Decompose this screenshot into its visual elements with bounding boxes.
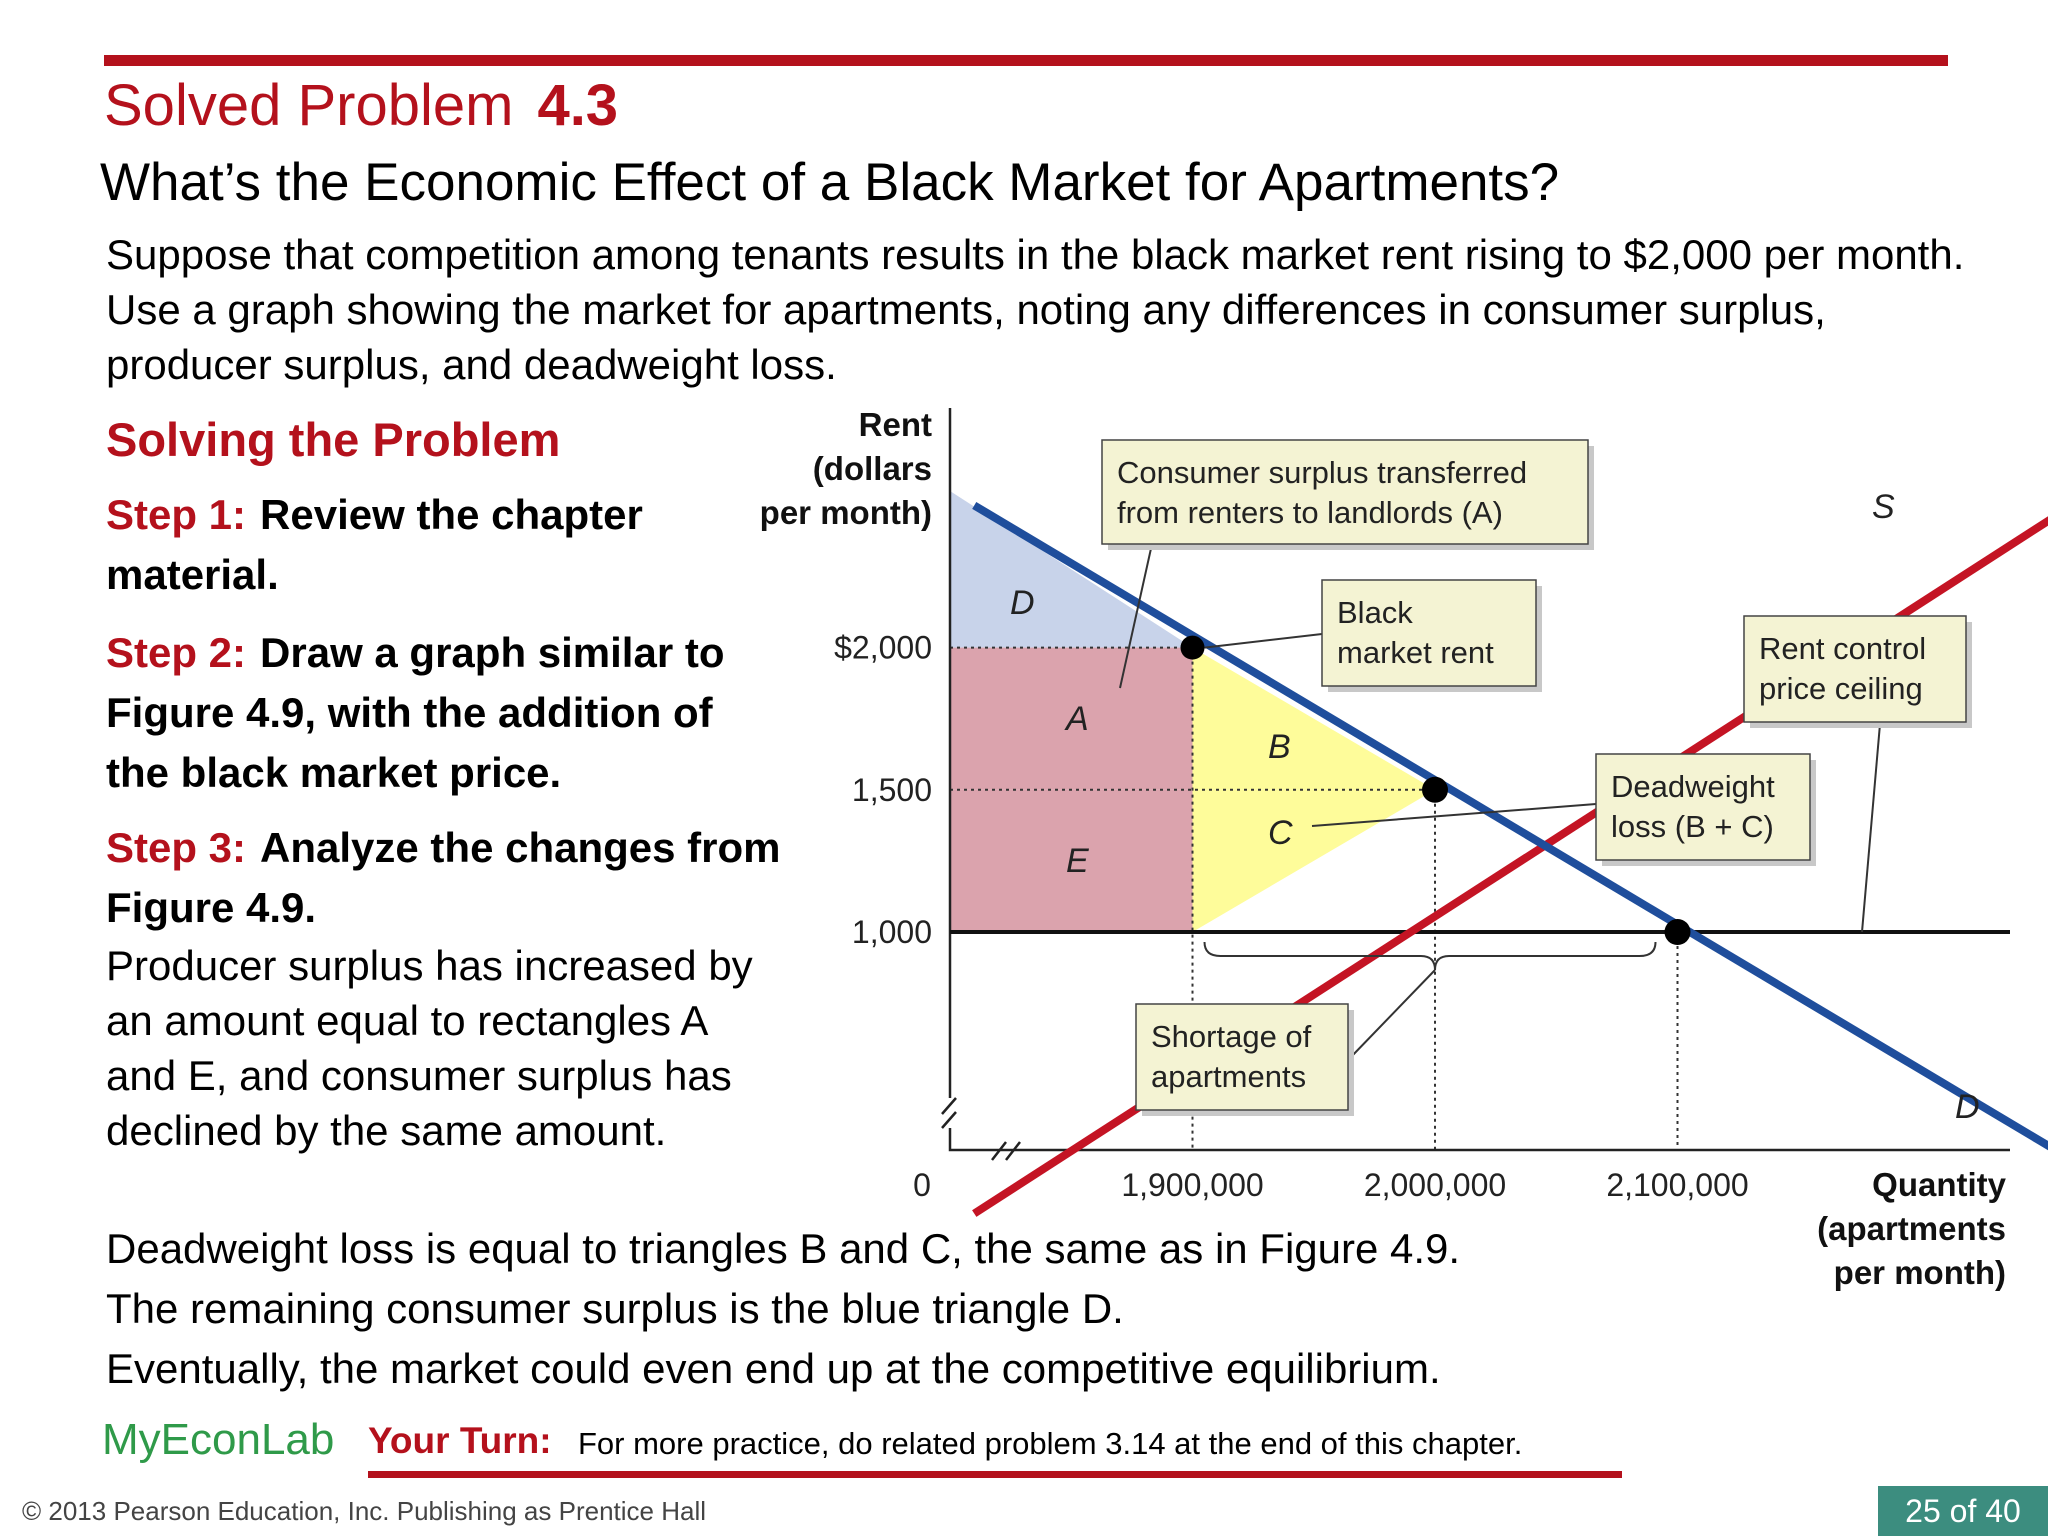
copyright: © 2013 Pearson Education, Inc. Publishin… [22,1496,706,1526]
y-tick-label-2000: $2,000 [834,630,932,666]
demand-curve-label: D [1955,1088,1980,1126]
origin-label: 0 [913,1167,931,1203]
point-equilibrium [1422,776,1448,803]
annotation-shortage-of-apartments-line-1: Shortage of [1151,1019,1312,1054]
annotation-black-market-rent-line-1: Black [1337,595,1413,630]
annotation-black-market-rent-line-2: market rent [1337,635,1494,670]
annotation-deadweight-loss-line-2: loss (B + C) [1611,809,1774,844]
title-number: 4.3 [537,73,619,138]
step-1-text: Review the chapter material. [106,491,643,598]
x-tick-label-2100000: 2,100,000 [1606,1167,1748,1203]
x-axis-title-line-2: (apartments [1817,1210,2006,1247]
step-3-body: Producer surplus has increased by an amo… [106,942,753,1154]
y-tick-label-1000: 1,000 [852,914,932,950]
annotation-consumer-surplus-transferred-line-1: Consumer surplus transferred [1117,455,1527,490]
step-3-number: Step 3: [106,824,247,871]
annotation-rent-control-price-ceiling-line-1: Rent control [1759,631,1926,666]
y-tick-label-1500: 1,500 [852,772,932,808]
demand-curve [972,501,2048,1151]
problem-statement: Suppose that competition among tenants r… [106,231,1965,388]
page-indicator: 25 of 40 [1878,1486,2048,1536]
leader-consumer-surplus [1119,543,1153,689]
annotation-shortage-of-apartments-box [1135,1003,1349,1111]
conclusion-line-3: Eventually, the market could even end up… [106,1345,1441,1392]
area-c [1192,789,1435,932]
your-turn-label: Your Turn: [368,1420,552,1461]
annotation-black-market-rent-box [1321,579,1537,687]
area-e [950,789,1193,932]
annotation-shortage-of-apartments-line-2: apartments [1151,1059,1306,1094]
step-2-number: Step 2: [106,629,247,676]
y-axis-title-line-1: Rent [859,406,932,443]
slide-title: Solved Problem 4.3 [104,72,618,139]
x-tick-label-1900000: 1,900,000 [1121,1167,1263,1203]
x-axis-break [991,1141,1021,1161]
x-axis [948,1128,2010,1152]
area-label-d: D [1010,584,1035,622]
step-3: Step 3:Analyze the changes from Figure 4… [106,818,786,938]
area-label-b: B [1268,728,1291,766]
leader-price-ceiling [1861,723,1881,933]
conclusion-line-2: The remaining consumer surplus is the bl… [106,1285,1124,1332]
x-axis-title-line-3: per month) [1834,1254,2006,1291]
top-rule [104,55,1948,66]
leader-black-market-rent [1204,633,1323,649]
step-3-text: Analyze the changes from Figure 4.9. [106,824,781,931]
point-quantity-demanded [1664,919,1691,945]
myeconlab-logo: MyEconLab [102,1415,335,1464]
area-a [950,647,1193,790]
y-axis-break [941,1097,957,1129]
annotation-deadweight-loss-box [1595,753,1811,861]
title-prefix: Solved Problem [104,73,514,138]
supply-curve-label: S [1872,488,1895,526]
step-1-number: Step 1: [106,491,247,538]
area-label-e: E [1066,842,1089,880]
your-turn-text: For more practice, do related problem 3.… [578,1426,1523,1461]
bottom-rule [368,1471,1622,1478]
annotation-deadweight-loss-line-1: Deadweight [1611,769,1775,804]
leader-deadweight-loss [1311,803,1597,827]
annotation-rent-control-price-ceiling-box [1743,615,1967,723]
step-2-text: Draw a graph similar to Figure 4.9, with… [106,629,725,796]
y-axis-title-line-2: (dollars [813,450,932,487]
step-1: Step 1:Review the chapter material. [106,485,786,605]
area-b [1192,647,1435,790]
area-label-c: C [1268,814,1293,852]
shortage-bracket [1203,941,1657,971]
solving-heading: Solving the Problem [106,413,561,466]
area-label-a: A [1064,700,1089,738]
slide-subtitle: What’s the Economic Effect of a Black Ma… [100,153,1560,212]
area-d [950,490,1193,648]
annotation-consumer-surplus-transferred-line-2: from renters to landlords (A) [1117,495,1503,530]
x-tick-label-2000000: 2,000,000 [1364,1167,1506,1203]
y-axis-title-line-3: per month) [760,494,932,531]
x-axis-title-line-1: Quantity [1872,1166,2006,1203]
annotation-rent-control-price-ceiling-line-2: price ceiling [1759,671,1923,706]
annotation-consumer-surplus-transferred-box [1101,439,1589,545]
point-black-market [1180,635,1205,660]
step-2: Step 2:Draw a graph similar to Figure 4.… [106,623,786,803]
conclusion-line-1: Deadweight loss is equal to triangles B … [106,1225,1461,1272]
leader-shortage [1349,969,1436,1059]
